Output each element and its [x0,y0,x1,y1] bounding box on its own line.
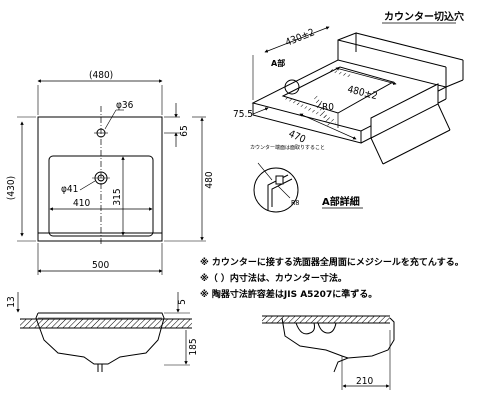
detail-r8: R8 [291,199,299,207]
iso-dim-470: 470 [287,129,307,146]
title: カウンター切込穴 [384,10,464,23]
a-detail [253,162,299,213]
section-dim-210: 210 [356,376,373,387]
side-view [16,292,192,372]
dim-315: 315 [112,188,123,205]
dim-depth-outer: (430) [6,176,17,200]
iso-dim-75: 75.5 [233,109,253,120]
note-3: ※ 陶器寸法許容差はJIS A5207に準ずる。 [200,288,377,300]
iso-counter [251,26,464,165]
detail-note: カウンター端面は面取りすること [250,144,325,151]
iso-dim-r80: R0 [322,102,334,113]
dim-410: 410 [73,198,90,209]
dim-drain-dia: φ41 [61,184,78,195]
side-dim-13: 13 [6,296,17,307]
note-1: ※ カウンターに接する洗面器全周面にメジシールを充てんする。 [200,256,464,268]
label-a: A部 [271,58,285,68]
dim-480: 480 [204,171,215,188]
side-dim-5: 5 [177,299,188,305]
dim-width-outer: (480) [89,70,113,81]
dim-500: 500 [92,260,109,271]
detail-caption: A部詳細 [322,195,360,208]
side-dim-185: 185 [188,338,199,355]
dim-65: 65 [179,125,190,136]
note-2: ※（ ）内寸法は、カウンター寸法。 [200,272,347,284]
section-view [262,315,395,390]
dim-hole-dia: φ36 [116,100,134,111]
iso-dim-430: 430±2 [284,27,316,49]
basin-outline [37,116,163,242]
top-view [17,79,206,275]
